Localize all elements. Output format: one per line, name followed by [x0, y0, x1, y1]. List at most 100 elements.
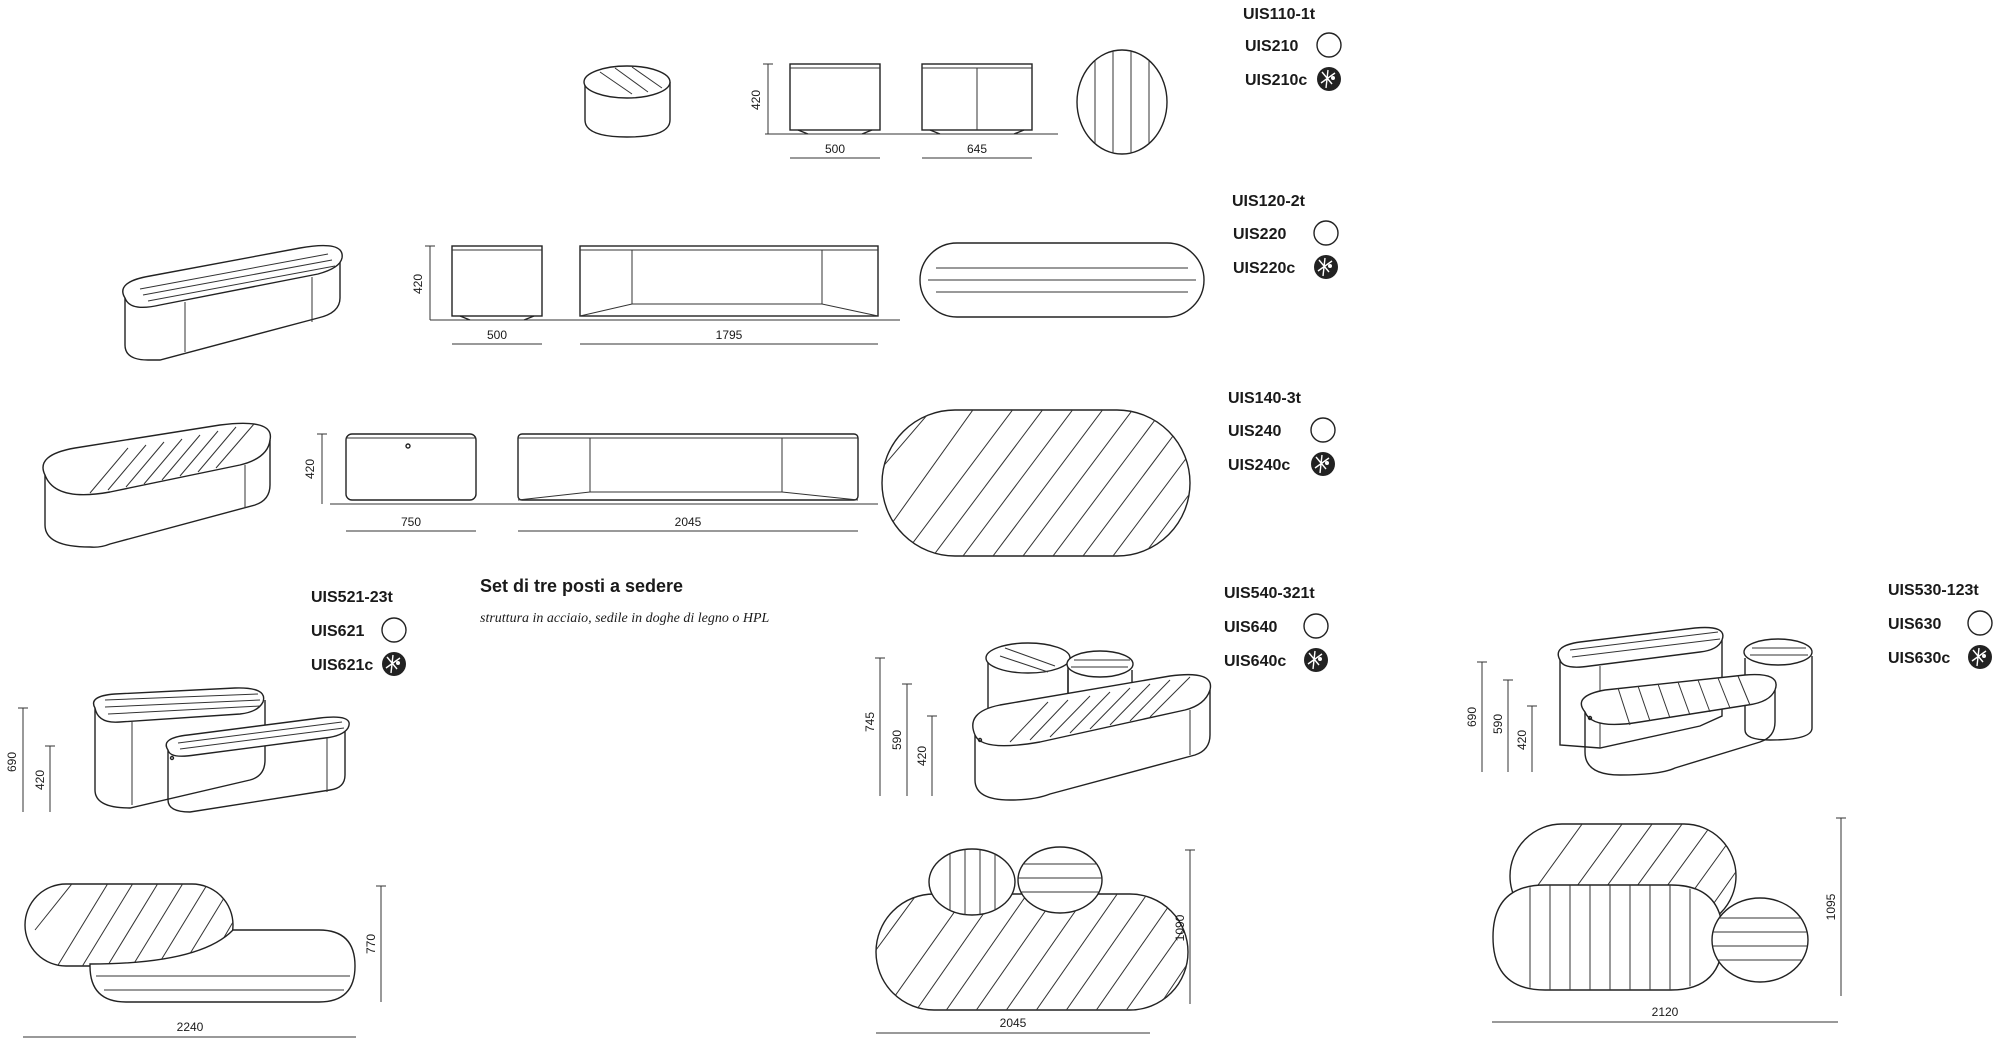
- legend-uis110: UIS110-1t UIS210 UIS210c: [1243, 6, 1342, 91]
- height-dimension: 420: [749, 63, 773, 134]
- height-dimension-3: 420: [1515, 705, 1537, 772]
- dim-plan-depth: 1090: [1173, 914, 1187, 941]
- model-code: UIS110-1t: [1243, 6, 1316, 23]
- height-dimension-2: 590: [1491, 679, 1513, 772]
- option-code-plain: UIS640: [1224, 619, 1277, 636]
- set-uis540: UIS540-321t UIS640 UIS640c: [863, 585, 1329, 1034]
- dim-height: 420: [749, 90, 763, 110]
- option-code-plain: UIS621: [311, 623, 364, 640]
- option-code-pattern: UIS621c: [311, 657, 373, 674]
- dim-height-mid: 590: [890, 730, 904, 750]
- dim-depth: 500: [487, 328, 507, 342]
- plan-height-dimension: 770: [364, 885, 386, 1002]
- height-dimension: 420: [411, 245, 435, 320]
- pattern-finish-icon: [1311, 452, 1335, 476]
- pattern-finish-icon: [1304, 648, 1328, 672]
- perspective-set: [972, 642, 1212, 801]
- option-code-pattern: UIS220c: [1233, 260, 1295, 277]
- option-code-plain: UIS240: [1228, 423, 1281, 440]
- perspective-bench-wide: [42, 422, 272, 548]
- width-dimension-front: 645: [922, 142, 1032, 159]
- plan-bench: [919, 242, 1205, 318]
- dim-height-low: 420: [915, 746, 929, 766]
- pattern-finish-icon: [1317, 67, 1341, 91]
- dim-height: 420: [303, 459, 317, 479]
- model-code: UIS140-3t: [1228, 390, 1302, 407]
- model-code: UIS540-321t: [1224, 585, 1315, 602]
- legend-uis120: UIS120-2t UIS220 UIS220c: [1232, 193, 1339, 279]
- plan-stool: [1076, 49, 1168, 155]
- width-dimension-front: 1795: [580, 328, 878, 345]
- dim-height-low: 420: [33, 770, 47, 790]
- dim-height-low: 420: [1515, 730, 1529, 750]
- pattern-finish-icon: [1968, 645, 1992, 669]
- option-code-pattern: UIS630c: [1888, 650, 1950, 667]
- dim-height: 420: [411, 274, 425, 294]
- width-dimension-side: 500: [790, 142, 880, 159]
- perspective-stool: [583, 65, 671, 138]
- plan-bench-wide: [881, 409, 1191, 557]
- plan-width-dimension: 2045: [876, 1016, 1150, 1034]
- plan-set: [875, 846, 1189, 1011]
- dim-height-high: 745: [863, 712, 877, 732]
- height-dimension-1: 745: [863, 657, 885, 796]
- dim-height-high: 690: [5, 752, 19, 772]
- plain-finish-icon: [1303, 613, 1329, 639]
- dim-depth: 750: [401, 515, 421, 529]
- set-uis521: UIS521-23t UIS621 UIS621c 690: [5, 589, 407, 1038]
- dim-depth: 500: [825, 142, 845, 156]
- model-code: UIS521-23t: [311, 589, 393, 606]
- model-code: UIS530-123t: [1888, 582, 1979, 599]
- height-dimension-2: 420: [33, 745, 55, 812]
- page-title: Set di tre posti a sedere: [480, 576, 683, 596]
- dim-plan-depth: 770: [364, 934, 378, 954]
- elevation-bench-front: [579, 245, 879, 317]
- perspective-set: [1557, 626, 1813, 776]
- plan-width-dimension: 2120: [1492, 1005, 1838, 1023]
- dim-height-high: 690: [1465, 707, 1479, 727]
- plan-width-dimension: 2240: [23, 1020, 356, 1038]
- plain-finish-icon: [1967, 610, 1993, 636]
- option-code-plain: UIS210: [1245, 38, 1298, 55]
- plan-height-dimension: 1090: [1173, 849, 1195, 1004]
- plan-height-dimension: 1095: [1824, 817, 1846, 996]
- row-uis120: 420 500 1795: [122, 242, 1205, 361]
- row-uis110: 420 500 645: [583, 49, 1168, 159]
- dim-plan-depth: 1095: [1824, 893, 1838, 920]
- option-code-pattern: UIS240c: [1228, 457, 1290, 474]
- option-code-plain: UIS630: [1888, 616, 1941, 633]
- width-dimension-front: 2045: [518, 515, 858, 532]
- option-code-plain: UIS220: [1233, 226, 1286, 243]
- plain-finish-icon: [1310, 417, 1336, 443]
- dim-plan-width: 2120: [1652, 1005, 1679, 1019]
- width-dimension-side: 500: [452, 328, 542, 345]
- plan-set: [24, 883, 356, 1003]
- option-code-pattern: UIS210c: [1245, 72, 1307, 89]
- elevation-wide-front: [517, 433, 859, 501]
- dim-width: 645: [967, 142, 987, 156]
- height-dimension: 420: [303, 433, 327, 504]
- height-dimension-2: 590: [890, 683, 912, 796]
- model-code: UIS120-2t: [1232, 193, 1306, 210]
- dim-width: 1795: [716, 328, 743, 342]
- perspective-bench: [122, 244, 343, 361]
- pattern-finish-icon: [382, 652, 406, 676]
- dim-width: 2045: [675, 515, 702, 529]
- set-uis530: UIS530-123t UIS630 UIS630c: [1465, 582, 1993, 1023]
- height-dimension-1: 690: [5, 707, 28, 812]
- page-subtitle: struttura in acciaio, sedile in doghe di…: [480, 611, 770, 626]
- elevation-stool-side: [789, 63, 881, 135]
- perspective-set: [92, 687, 350, 813]
- elevation-stool-front: [921, 63, 1033, 135]
- dim-plan-width: 2045: [1000, 1016, 1027, 1030]
- height-dimension-1: 690: [1465, 661, 1487, 772]
- pattern-finish-icon: [1314, 255, 1338, 279]
- row-uis140: 420 750 2045: [42, 409, 1191, 557]
- elevation-bench-side: [451, 245, 543, 321]
- dim-plan-width: 2240: [177, 1020, 204, 1034]
- plan-set: [1492, 823, 1809, 991]
- plain-finish-icon: [381, 617, 407, 643]
- dim-height-mid: 590: [1491, 714, 1505, 734]
- legend-uis140: UIS140-3t UIS240 UIS240c: [1228, 390, 1336, 476]
- width-dimension-side: 750: [346, 515, 476, 532]
